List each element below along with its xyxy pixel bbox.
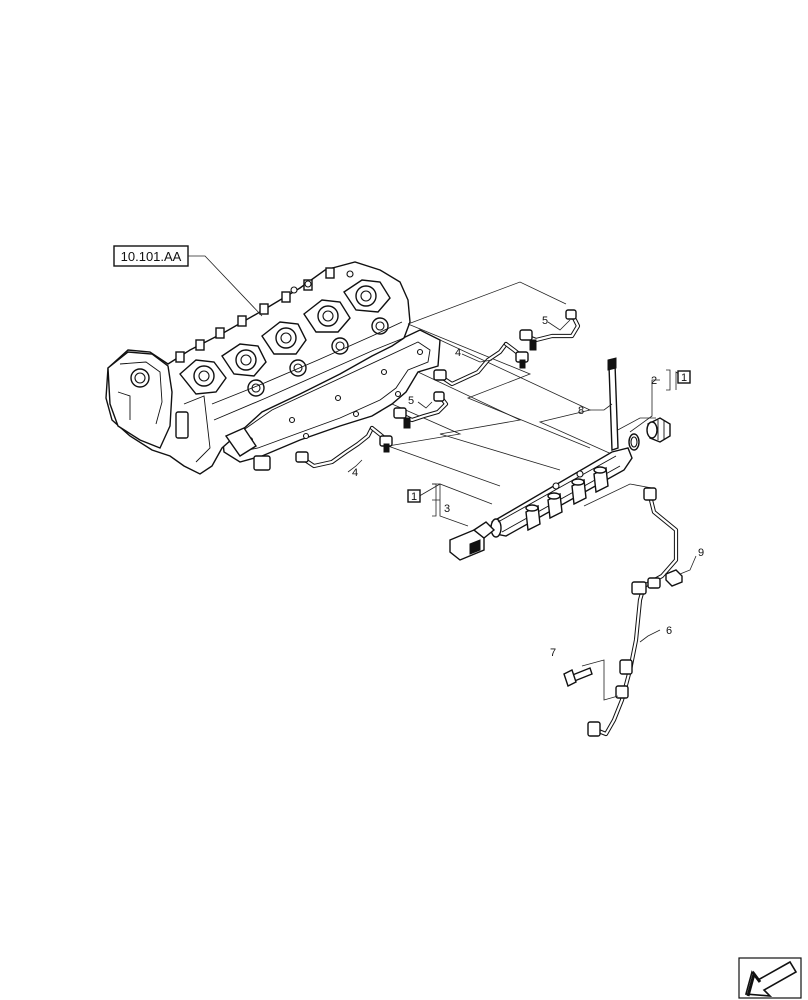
boxed-ref-1-left: 1	[407, 489, 421, 503]
reference-callout[interactable]: 10.101.AA	[113, 245, 189, 267]
rail-outlets	[525, 466, 609, 532]
arrow-down-left-icon[interactable]	[738, 957, 802, 999]
callout-9: 9	[698, 547, 704, 559]
callout-3: 3	[444, 503, 450, 515]
head-bolts	[175, 267, 354, 363]
injector-pipe-4-upper	[433, 341, 529, 387]
clamp-bolt	[563, 667, 593, 687]
callout-7: 7	[550, 647, 556, 659]
svg-text:1: 1	[411, 491, 417, 503]
fuel-rail	[490, 447, 633, 538]
injector-pipe-4-lower	[295, 425, 393, 469]
pipe-cap	[665, 569, 683, 587]
injector-pipe-5-lower	[393, 391, 449, 429]
group-bracket-left	[432, 483, 437, 517]
assembly-guide-lines	[386, 281, 656, 507]
callout-2: 2	[651, 375, 657, 387]
rail-bolt	[607, 357, 619, 451]
callout-5-upper: 5	[542, 315, 548, 327]
high-pressure-pipe	[587, 487, 679, 737]
injector-pipe-5-upper	[519, 309, 581, 351]
callout-6: 6	[666, 625, 672, 637]
pressure-relief-valve	[628, 417, 671, 451]
reference-label: 10.101.AA	[121, 249, 182, 264]
callout-5-lower: 5	[408, 395, 414, 407]
valve-ports	[179, 279, 391, 397]
boxed-ref-1-right: 1	[677, 370, 691, 384]
callout-leaders	[347, 319, 697, 701]
callout-4-lower: 4	[352, 467, 358, 479]
cylinder-head	[105, 261, 441, 475]
svg-text:1: 1	[681, 372, 687, 384]
rail-pressure-sensor	[449, 521, 496, 561]
callout-8: 8	[578, 405, 584, 417]
group-bracket-right	[666, 369, 671, 391]
callout-4-upper: 4	[455, 347, 461, 359]
reference-leader	[188, 255, 263, 317]
